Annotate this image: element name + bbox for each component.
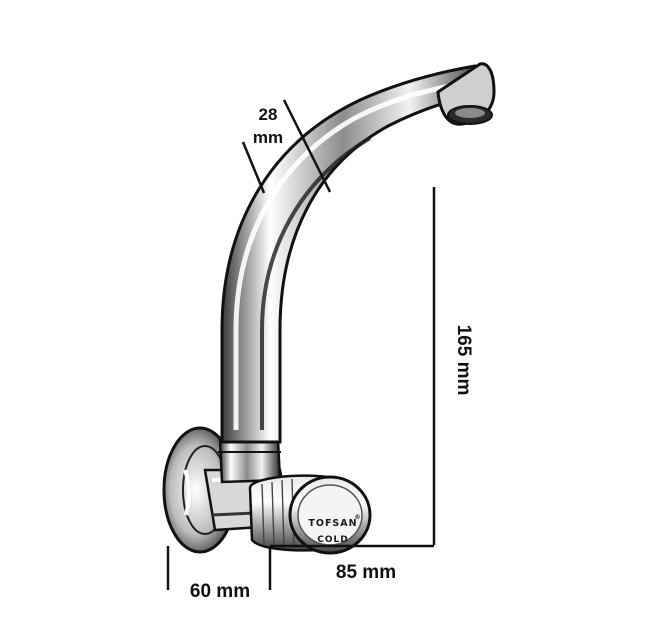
pipe-diameter-leader-left [241,141,266,194]
dimension-lines [166,99,436,590]
knob-brand: TOFSAN [308,518,357,529]
dimension-labels: 28 mm 165 mm 85 mm 60 mm [190,105,474,602]
reach-label: 85 mm [336,562,396,583]
height-label: 165 mm [453,325,474,396]
knob-label: COLD [317,535,348,545]
pipe-diameter-leader-right [282,99,332,193]
pipe-diameter-unit: mm [253,128,283,147]
pipe-diameter-value: 28 [259,105,278,124]
cold-knob: TOFSAN ® COLD [248,474,372,555]
aerator-tip [436,62,496,126]
riser-nut [218,438,282,484]
faucet-illustration: TOFSAN ® COLD [162,62,496,555]
knob-brand-mark: ® [355,514,362,521]
base-depth-label: 60 mm [190,581,250,602]
